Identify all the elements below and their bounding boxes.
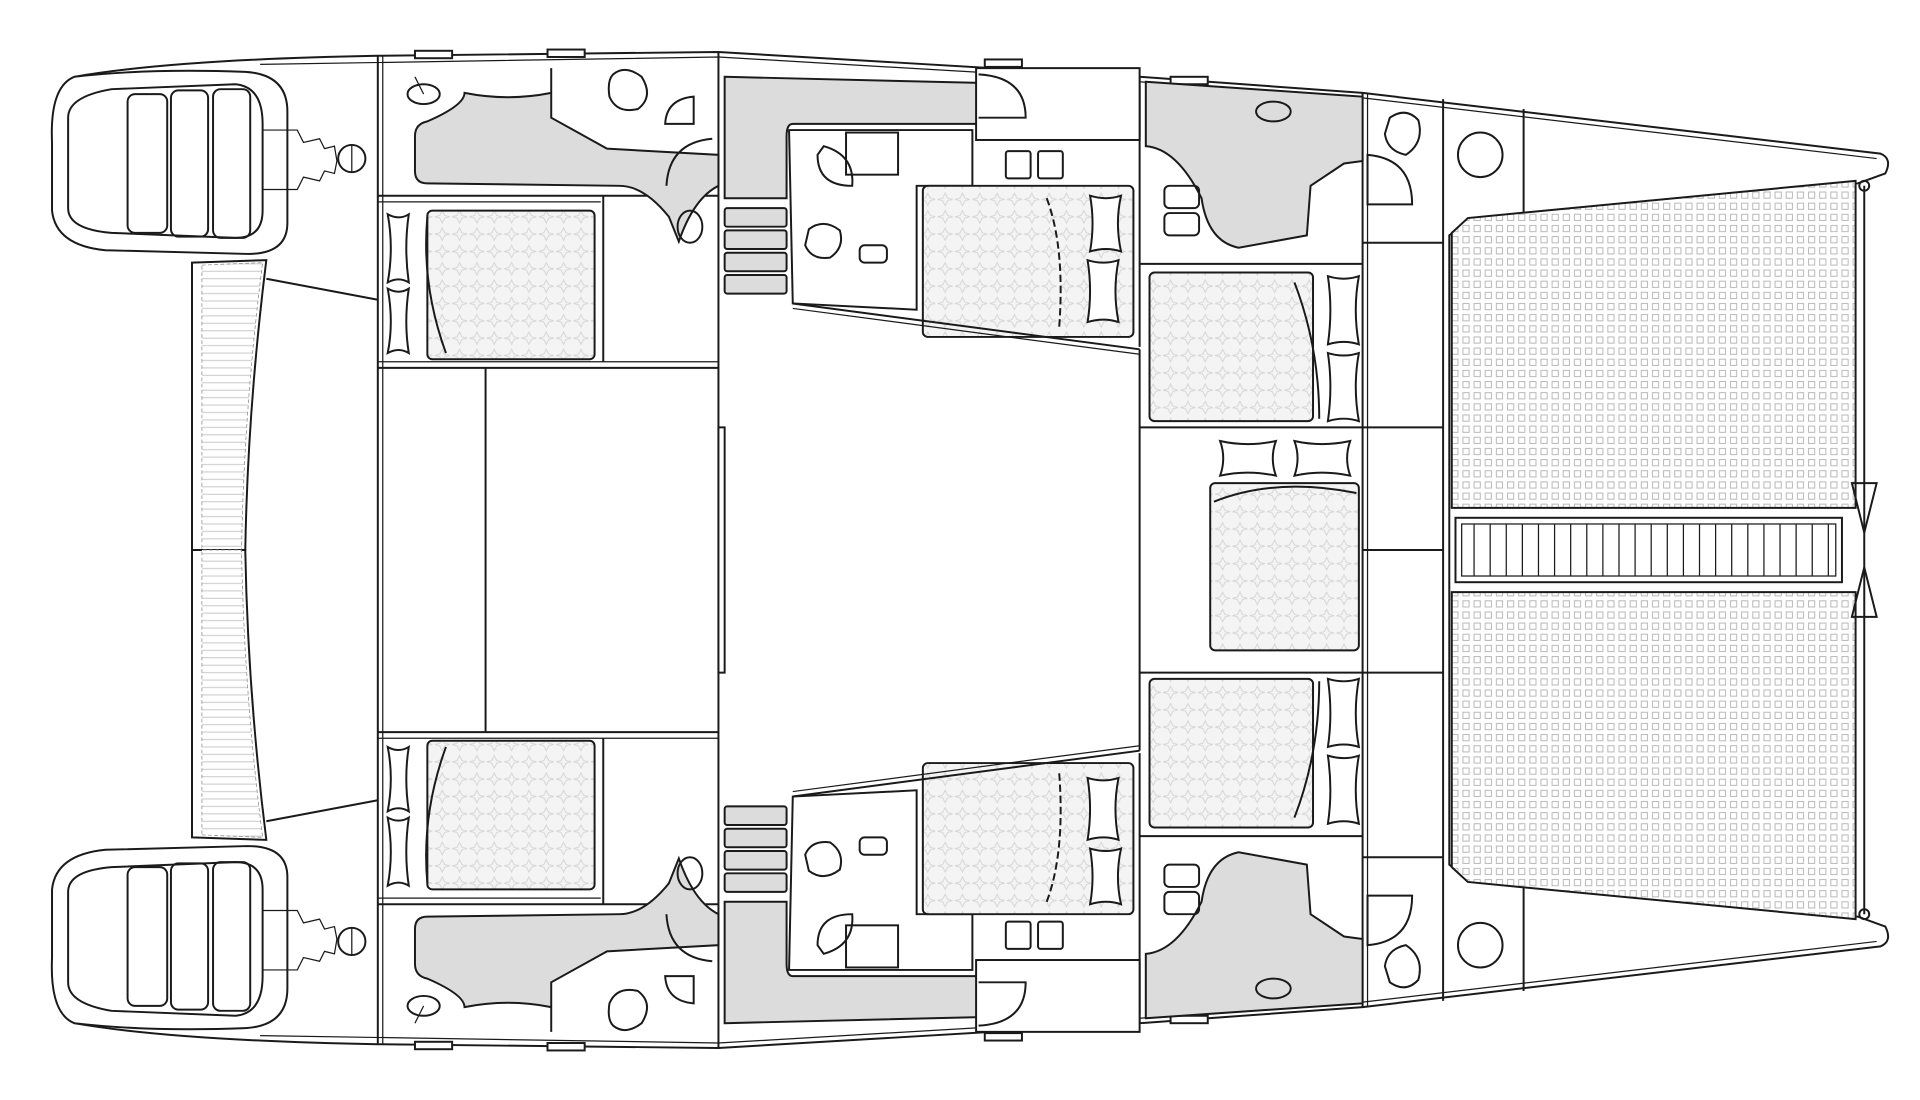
- saloon-sliding-door: [717, 426, 726, 674]
- bed: [1209, 482, 1360, 652]
- walkway-slats: [1473, 523, 1829, 577]
- pillow: [1292, 439, 1352, 478]
- trampoline-walkway: [1454, 516, 1843, 584]
- pillow: [1218, 439, 1278, 478]
- bed-sheet-fold: [1213, 485, 1357, 503]
